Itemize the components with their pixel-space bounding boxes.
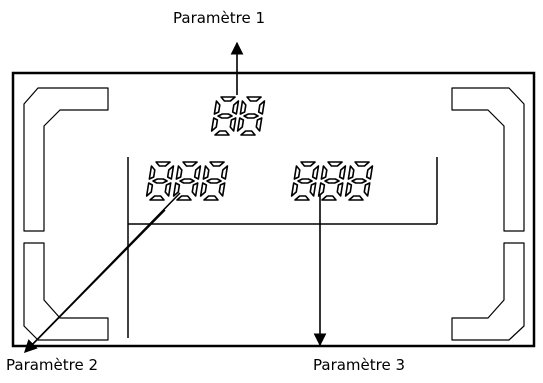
lcd-segment [203, 195, 219, 201]
lcd-segment [344, 182, 353, 197]
lcd-segment [199, 182, 208, 197]
lcd-segment [293, 165, 301, 180]
lcd-segment [320, 165, 328, 180]
lcd-segment [220, 165, 229, 180]
lcd-segment [218, 182, 226, 197]
seven-segment-digit [199, 161, 229, 201]
lcd-segment [351, 178, 367, 184]
lcd-segment [354, 161, 370, 167]
parameter-1-digits [210, 96, 266, 136]
seven-segment-digit [236, 96, 266, 136]
parameter-1-label: Paramètre 1 [173, 9, 266, 27]
parameter-2-digits [145, 161, 229, 201]
lcd-segment [179, 178, 195, 184]
lcd-segment [338, 165, 347, 180]
seven-segment-digit [145, 161, 175, 201]
left-bar-graph [23, 87, 109, 341]
lcd-segment [236, 117, 245, 132]
lcd-segment [336, 182, 344, 197]
lcd-segment [206, 178, 222, 184]
lcd-segment [317, 182, 326, 197]
inner-frame [127, 157, 438, 338]
parameter-2-label: Paramètre 2 [6, 356, 99, 374]
lcd-segment [213, 100, 221, 115]
lcd-segment [152, 178, 168, 184]
lcd-frame [11, 71, 536, 348]
lcd-segment [202, 165, 210, 180]
lcd-segment [290, 182, 299, 197]
lcd-segment [297, 178, 313, 184]
lcd-segment [229, 117, 237, 132]
lcd-segment [155, 161, 171, 167]
lcd-segment [327, 161, 343, 167]
lcd-segment [243, 113, 259, 119]
lcd-segment [176, 195, 192, 201]
lcd-segment [240, 130, 256, 136]
lcd-segment [166, 165, 175, 180]
lcd-segment [324, 178, 340, 184]
lcd-segment [164, 182, 172, 197]
lcd-segment [214, 130, 230, 136]
seven-segment-digit [290, 161, 320, 201]
parameter-2-arrow-b [24, 209, 166, 353]
lcd-segment [210, 117, 219, 132]
lcd-segment [149, 195, 165, 201]
parameter-3-digits [290, 161, 374, 201]
lcd-segment [347, 165, 355, 180]
lcd-segment [193, 165, 202, 180]
lcd-segment [363, 182, 371, 197]
lcd-segment [255, 117, 263, 132]
seven-segment-digit [172, 161, 202, 201]
lcd-segment [182, 161, 198, 167]
lcd-segment [311, 165, 320, 180]
lcd-segment [321, 195, 337, 201]
lcd-segment [220, 96, 236, 102]
seven-segment-digit [210, 96, 240, 136]
lcd-segment [365, 165, 374, 180]
lcd-segment [239, 100, 247, 115]
seven-segment-digit [344, 161, 374, 201]
lcd-segment [348, 195, 364, 201]
lcd-segment [191, 182, 199, 197]
lcd-segment [217, 113, 233, 119]
lcd-segment [257, 100, 266, 115]
lcd-segment [231, 100, 240, 115]
lcd-segment [145, 182, 154, 197]
lcd-segment [148, 165, 156, 180]
right-bar-graph [451, 87, 525, 341]
lcd-segment [309, 182, 317, 197]
lcd-segment [175, 165, 183, 180]
lcd-segment [246, 96, 262, 102]
lcd-segment [209, 161, 225, 167]
lcd-segment [172, 182, 181, 197]
seven-segment-digit [317, 161, 347, 201]
lcd-segment [294, 195, 310, 201]
lcd-segment [300, 161, 316, 167]
parameter-3-label: Paramètre 3 [313, 356, 406, 374]
